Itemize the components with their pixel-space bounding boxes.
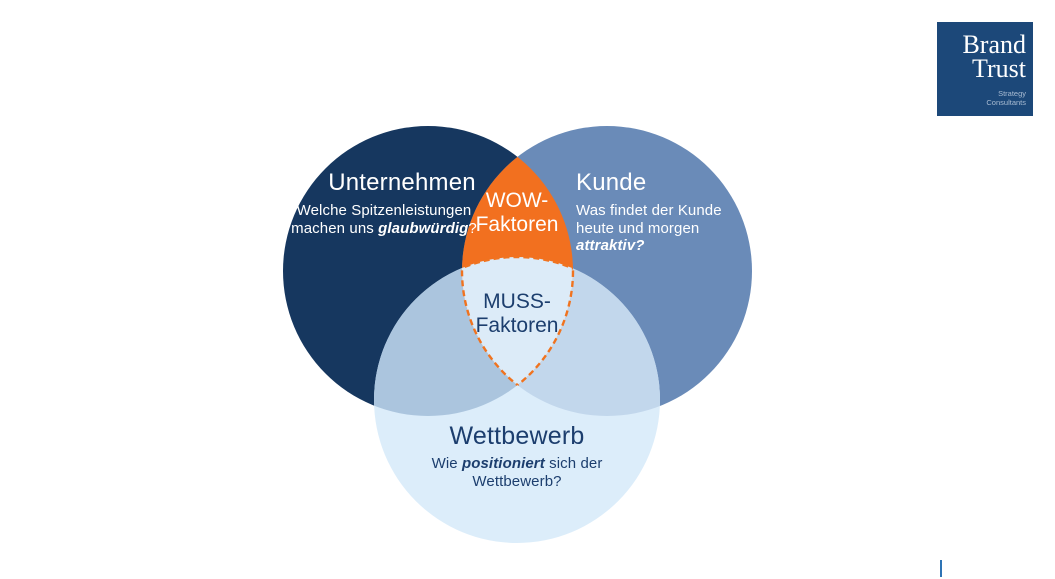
- muss-faktoren-line2: Faktoren: [475, 314, 559, 338]
- logo-line-brand: Brand: [962, 30, 1026, 59]
- unternehmen-title: Unternehmen: [328, 169, 476, 196]
- wow-faktoren-line1: WOW-: [485, 189, 549, 212]
- logo-subtitle: Strategy Consultants: [937, 89, 1026, 107]
- wettbewerb-description-suffix: sich der Wettbewerb?: [472, 455, 603, 490]
- logo-subtitle-line2: Consultants: [986, 98, 1026, 107]
- muss-border-left-arc: [460, 257, 573, 416]
- muss-faktoren-label: MUSS- Faktoren: [437, 290, 597, 338]
- unternehmen-description: Welche Spitzenleistungen machen uns glau…: [280, 202, 488, 237]
- kunde-description-emphasis: attraktiv?: [576, 237, 645, 255]
- wettbewerb-title: Wettbewerb: [449, 422, 585, 450]
- unternehmen-description-prefix: Welche Spitzenleistungen machen uns: [291, 202, 472, 237]
- wettbewerb-description: Wie positioniert sich der Wettbewerb?: [412, 455, 622, 490]
- wow-faktoren-label: WOW- Faktoren: [437, 189, 597, 237]
- unternehmen-description-suffix: ?: [468, 219, 477, 237]
- logo-line-trust: Trust: [972, 54, 1026, 83]
- wettbewerb-description-prefix: Wie: [431, 455, 462, 472]
- wow-faktoren-line2: Faktoren: [475, 213, 559, 237]
- footer-page-tick: [940, 560, 942, 577]
- muss-faktoren-line1: MUSS-: [483, 290, 551, 313]
- muss-border-top-arc: [462, 255, 573, 416]
- wettbewerb-description-emphasis: positioniert: [461, 455, 545, 472]
- kunde-description-prefix: Was findet der Kunde heute und morgen: [576, 202, 722, 237]
- kunde-description: Was findet der Kunde heute und morgen at…: [576, 202, 722, 255]
- brand-trust-logo: Brand Trust Strategy Consultants: [937, 22, 1033, 116]
- logo-subtitle-line1: Strategy: [998, 89, 1026, 98]
- kunde-title: Kunde: [576, 169, 647, 196]
- muss-border-right-arc: [462, 257, 575, 416]
- unternehmen-description-emphasis: glaubwürdig: [378, 219, 469, 237]
